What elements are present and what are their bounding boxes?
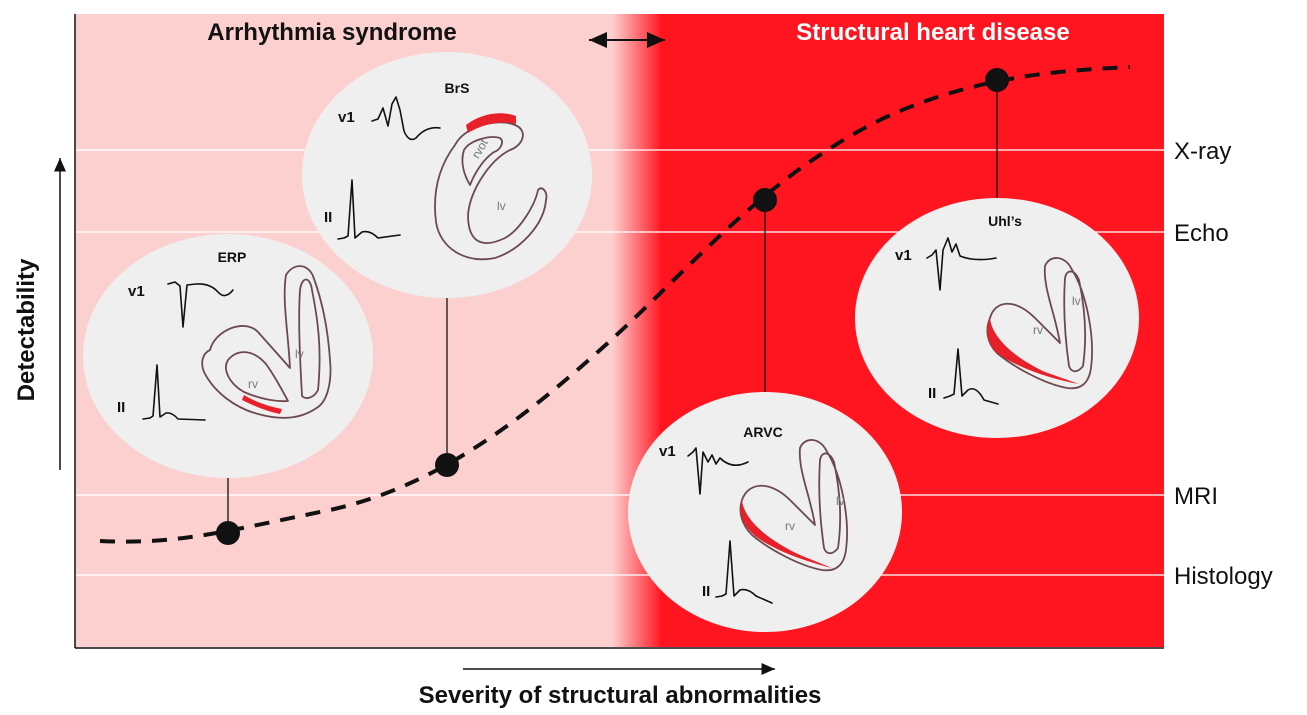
echo-label: Echo xyxy=(1174,220,1229,247)
uhls-lv-label: lv xyxy=(1072,294,1081,308)
uhls-bubble-background xyxy=(855,198,1139,438)
uhls-bubble: Uhl’s v1 II lv rv xyxy=(855,198,1139,438)
brs-point xyxy=(435,453,459,477)
structural-title: Structural heart disease xyxy=(796,19,1069,46)
uhls-v1-lead: v1 xyxy=(895,247,912,264)
uhls-rv-label: rv xyxy=(1033,323,1043,337)
xray-label: X-ray xyxy=(1174,138,1231,165)
erp-point xyxy=(216,521,240,545)
brs-ii-lead: II xyxy=(324,209,332,226)
uhls-point xyxy=(985,68,1009,92)
arvc-point xyxy=(753,188,777,212)
brs-bubble: BrS v1 II rvot lv xyxy=(302,52,592,298)
brs-label: BrS xyxy=(445,80,470,96)
arvc-lv-label: lv xyxy=(836,494,845,508)
histology-label: Histology xyxy=(1174,563,1273,590)
arvc-ii-lead: II xyxy=(702,583,710,600)
erp-lv-label: lv xyxy=(295,347,304,361)
brs-lv-label: lv xyxy=(497,199,506,213)
erp-label: ERP xyxy=(218,249,247,265)
erp-rv-label: rv xyxy=(248,377,258,391)
uhls-label: Uhl’s xyxy=(988,213,1022,229)
mri-label: MRI xyxy=(1174,483,1218,510)
erp-bubble: ERP v1 II lv rv xyxy=(83,234,373,478)
arvc-label: ARVC xyxy=(743,424,782,440)
arvc-rv-label: rv xyxy=(785,519,795,533)
erp-v1-lead: v1 xyxy=(128,283,145,300)
y-axis-label: Detectability xyxy=(13,258,40,401)
arrhythmia-title: Arrhythmia syndrome xyxy=(207,19,456,46)
arvc-v1-lead: v1 xyxy=(659,443,676,460)
erp-ii-lead: II xyxy=(117,399,125,416)
arvc-bubble: ARVC v1 II lv rv xyxy=(628,392,902,632)
brs-v1-lead: v1 xyxy=(338,109,355,126)
x-axis-label: Severity of structural abnormalities xyxy=(419,682,822,709)
uhls-ii-lead: II xyxy=(928,385,936,402)
